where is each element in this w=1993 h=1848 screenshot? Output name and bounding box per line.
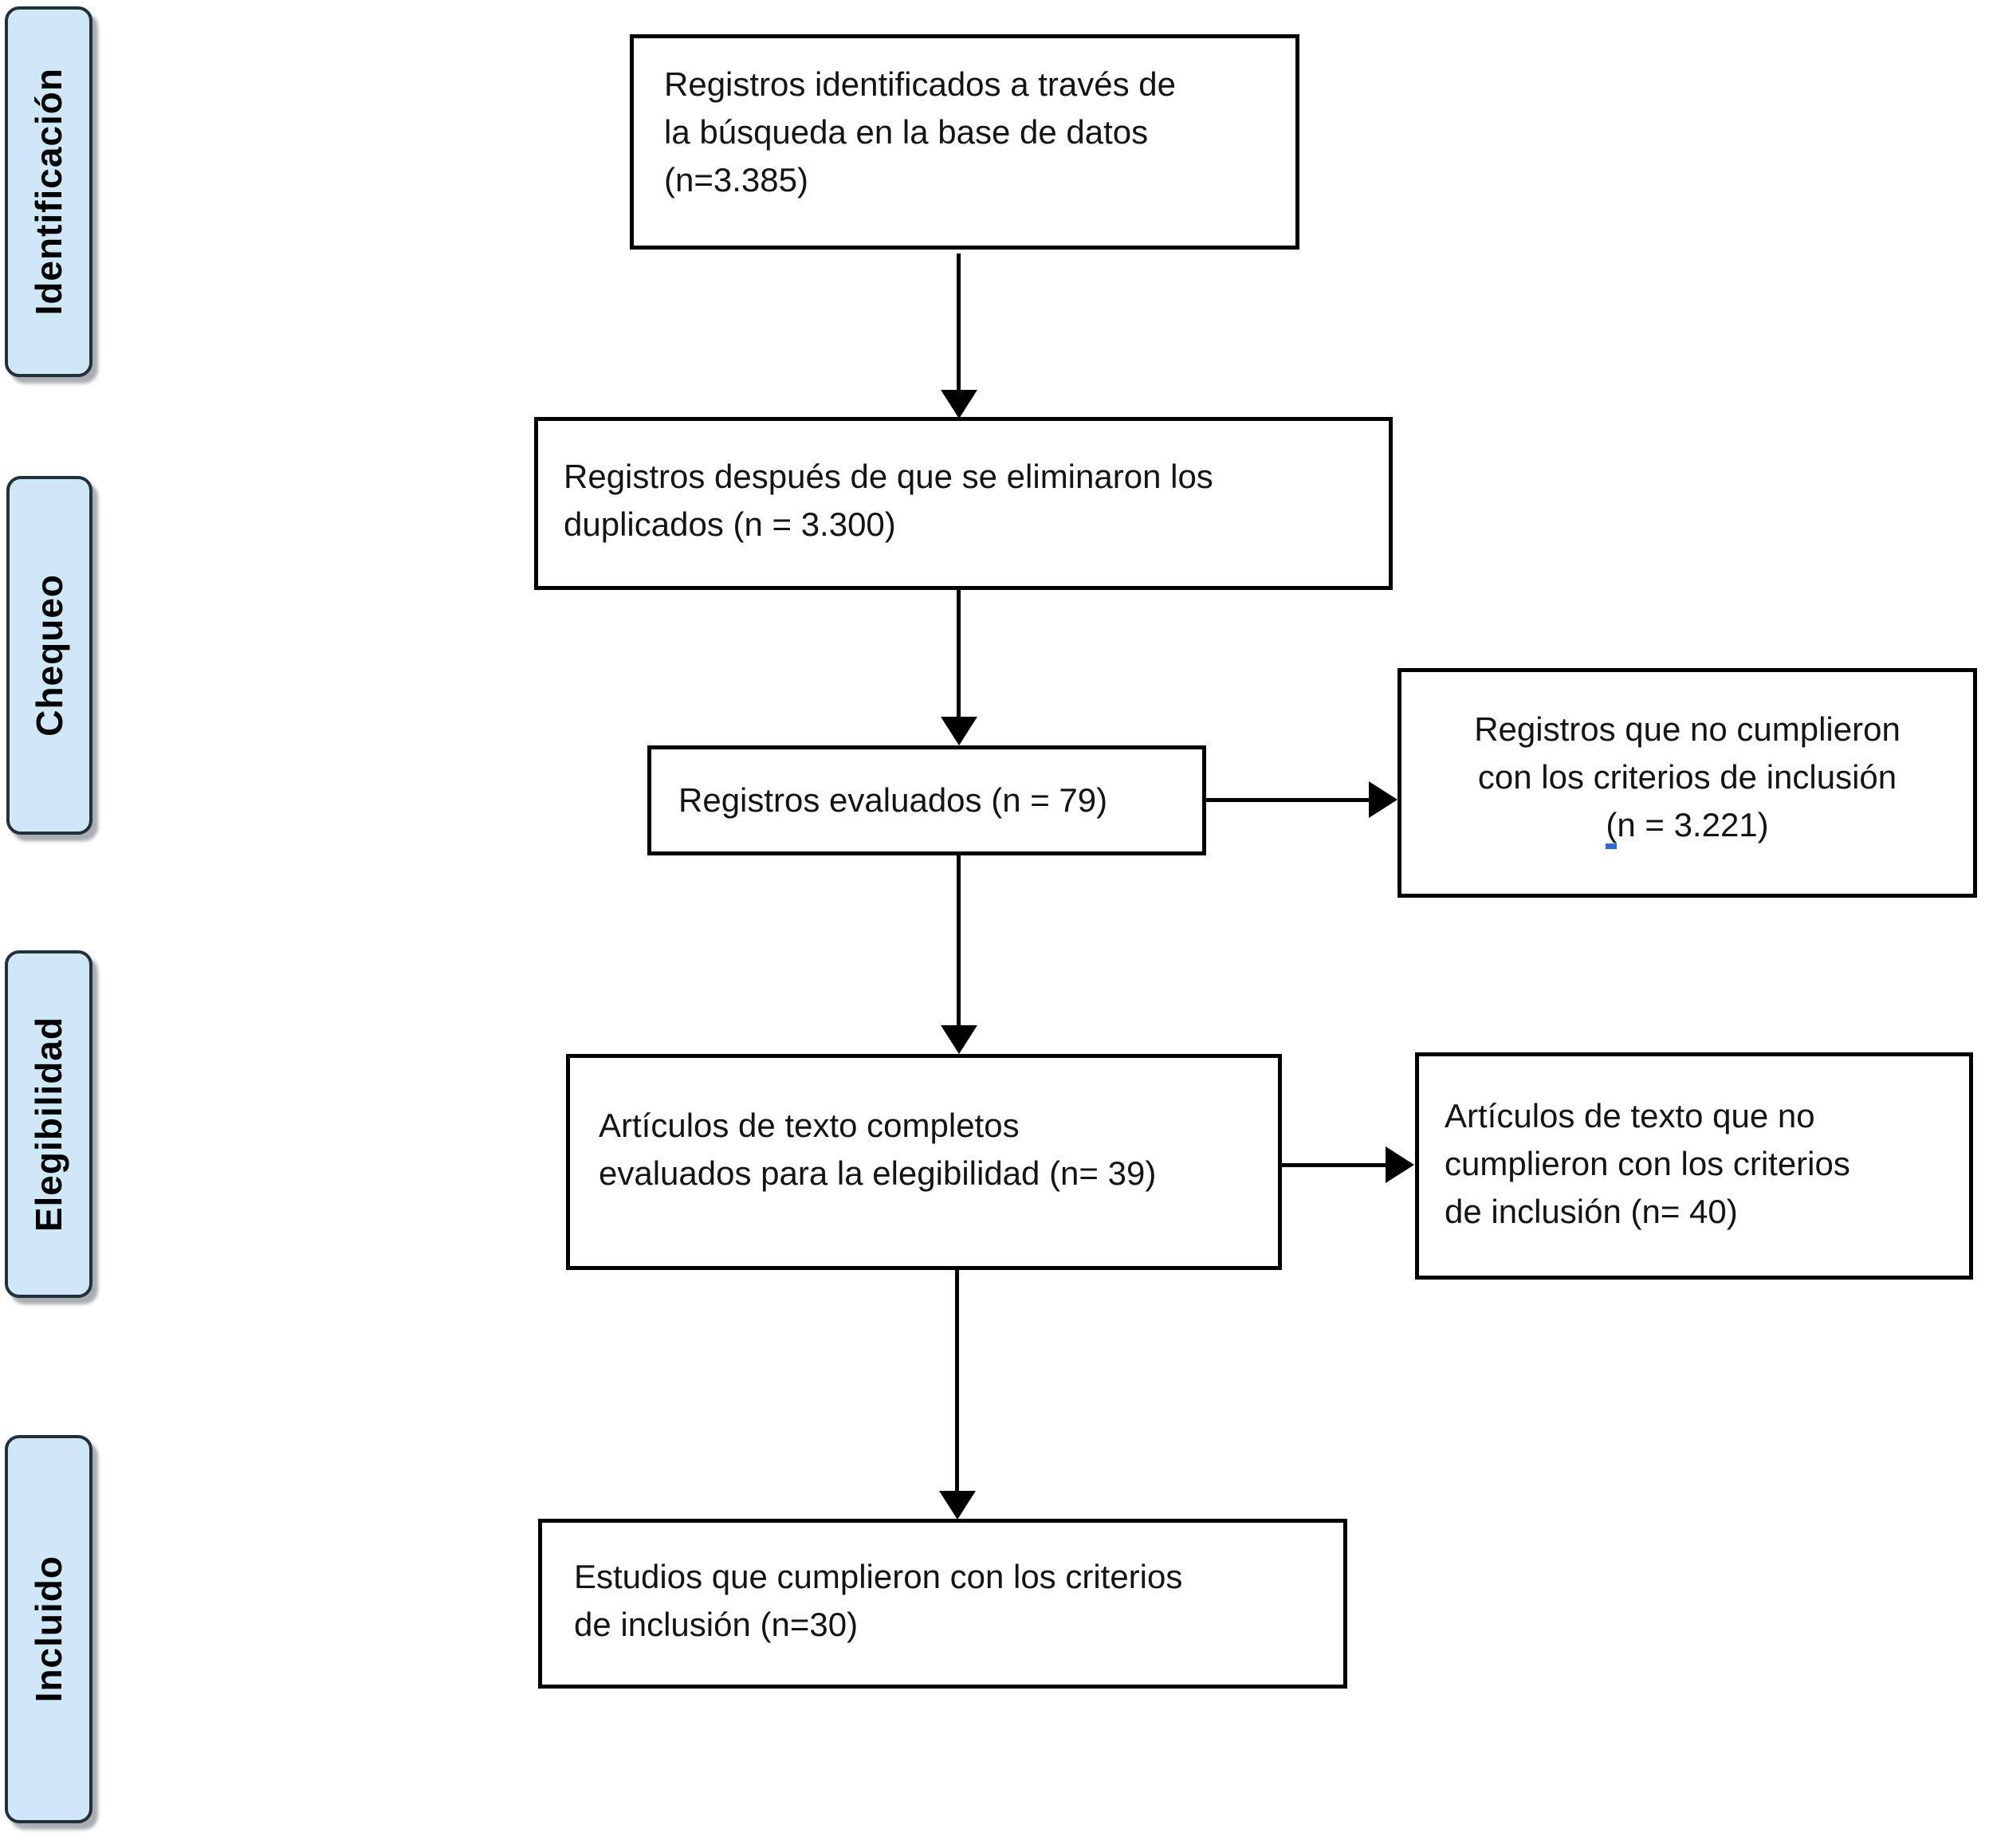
box-records-excluded-line1: Registros que no cumplieron (1474, 710, 1901, 748)
box-records-excluded-line3: (n = 3.221) (1401, 801, 1973, 849)
arrow-down-icon (941, 390, 977, 419)
box-fulltext-excluded: Artículos de texto que no cumplieron con… (1415, 1052, 1973, 1280)
box-records-identified-line3: (n=3.385) (664, 161, 808, 199)
stage-eligibility: Elegibilidad (5, 950, 92, 1298)
box-fulltext-assessed-line1: Artículos de texto completos (599, 1107, 1020, 1144)
stage-screening: Chequeo (6, 476, 92, 835)
box-records-identified: Registros identificados a través de la b… (630, 34, 1299, 250)
box-records-excluded-line2: con los criterios de inclusión (1477, 758, 1897, 796)
box-duplicates-removed-line1: Registros después de que se eliminaron l… (564, 458, 1213, 495)
box-records-excluded: Registros que no cumplieron con los crit… (1397, 668, 1977, 898)
arrow-down-icon (941, 717, 977, 745)
stage-included-label: Incluido (28, 1555, 69, 1703)
box-fulltext-assessed: Artículos de texto completos evaluados p… (566, 1054, 1282, 1270)
stage-included: Incluido (5, 1435, 92, 1823)
connector-fulltext-to-excluded (1282, 1163, 1387, 1167)
box-fulltext-excluded-line2: cumplieron con los criterios (1445, 1145, 1850, 1182)
box-records-screened-line1: Registros evaluados (n = 79) (678, 781, 1108, 819)
connector-fulltext-to-included (955, 1270, 959, 1493)
connector-identified-to-deduplicated (957, 254, 961, 397)
arrow-right-icon (1369, 781, 1397, 818)
arrow-down-icon (939, 1491, 976, 1520)
box-duplicates-removed: Registros después de que se eliminaron l… (534, 417, 1393, 590)
box-fulltext-excluded-line1: Artículos de texto que no (1445, 1097, 1815, 1134)
box-duplicates-removed-line2: duplicados (n = 3.300) (564, 505, 896, 543)
box-studies-included: Estudios que cumplieron con los criterio… (538, 1519, 1347, 1689)
stage-screening-label: Chequeo (29, 574, 70, 737)
connector-deduplicated-to-screened (957, 590, 961, 719)
arrow-down-icon (941, 1025, 977, 1054)
stage-identification: Identificación (5, 6, 92, 377)
box-studies-included-line2: de inclusión (n=30) (574, 1606, 859, 1643)
box-fulltext-assessed-line2: evaluados para la elegibilidad (n= 39) (599, 1154, 1157, 1192)
arrow-right-icon (1386, 1146, 1414, 1183)
stage-identification-label: Identificación (28, 68, 69, 316)
box-records-identified-line2: la búsqueda en la base de datos (664, 113, 1149, 151)
blue-underlined-paren: ( (1606, 806, 1618, 849)
box-records-excluded-count: n = 3.221) (1617, 806, 1769, 843)
box-studies-included-line1: Estudios que cumplieron con los criterio… (574, 1558, 1183, 1595)
connector-screened-to-excluded (1206, 798, 1370, 802)
box-records-screened: Registros evaluados (n = 79) (647, 745, 1206, 855)
connector-screened-to-fulltext (957, 855, 961, 1028)
box-fulltext-excluded-line3: de inclusión (n= 40) (1445, 1193, 1738, 1230)
box-records-identified-line1: Registros identificados a través de (664, 65, 1176, 103)
stage-eligibility-label: Elegibilidad (28, 1016, 69, 1233)
